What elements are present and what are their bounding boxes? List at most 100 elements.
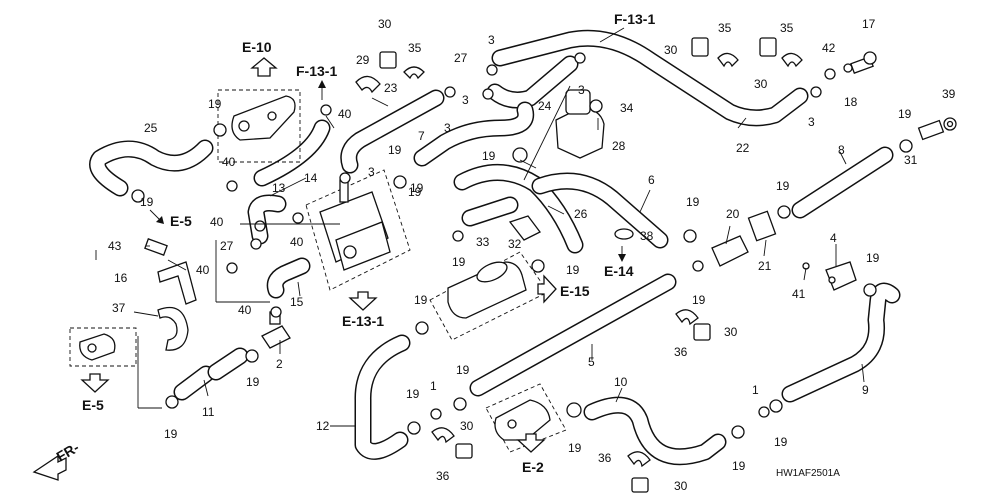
callout-19[interactable]: 19 xyxy=(406,387,420,401)
callout-28[interactable]: 28 xyxy=(612,139,626,153)
ref-e131[interactable]: E-13-1 xyxy=(342,313,384,329)
callout-1[interactable]: 1 xyxy=(430,379,437,393)
callout-35[interactable]: 35 xyxy=(408,41,422,55)
callout-9[interactable]: 9 xyxy=(862,383,869,397)
callout-19[interactable]: 19 xyxy=(566,263,580,277)
thermostat-housing-upper xyxy=(231,95,296,141)
callout-19[interactable]: 19 xyxy=(388,143,402,157)
callout-19[interactable]: 19 xyxy=(568,441,582,455)
callout-3[interactable]: 3 xyxy=(808,115,815,129)
callout-19[interactable]: 19 xyxy=(408,185,422,199)
callout-19[interactable]: 19 xyxy=(452,255,466,269)
callout-15[interactable]: 15 xyxy=(290,295,304,309)
callout-33[interactable]: 33 xyxy=(476,235,490,249)
callout-19[interactable]: 19 xyxy=(246,375,260,389)
callout-30[interactable]: 30 xyxy=(754,77,768,91)
hose-clamps xyxy=(131,52,913,439)
callout-27[interactable]: 27 xyxy=(220,239,234,253)
callout-36[interactable]: 36 xyxy=(674,345,688,359)
callout-18[interactable]: 18 xyxy=(844,95,858,109)
ref-e5-lower[interactable]: E-5 xyxy=(82,397,104,413)
callout-20[interactable]: 20 xyxy=(726,207,740,221)
callout-30[interactable]: 30 xyxy=(664,43,678,57)
callout-22[interactable]: 22 xyxy=(736,141,750,155)
callout-19[interactable]: 19 xyxy=(414,293,428,307)
ref-f131-left[interactable]: F-13-1 xyxy=(296,63,337,79)
callout-6[interactable]: 6 xyxy=(648,173,655,187)
callout-37[interactable]: 37 xyxy=(112,301,126,315)
callout-3[interactable]: 3 xyxy=(444,121,451,135)
callout-40[interactable]: 40 xyxy=(238,303,252,317)
callout-11[interactable]: 11 xyxy=(202,405,215,419)
callout-19[interactable]: 19 xyxy=(482,149,496,163)
callout-40[interactable]: 40 xyxy=(196,263,210,277)
callout-35[interactable]: 35 xyxy=(718,21,732,35)
callout-35[interactable]: 35 xyxy=(780,21,794,35)
callout-19[interactable]: 19 xyxy=(686,195,700,209)
arrow-up-e10 xyxy=(250,57,278,77)
valve-part-20 xyxy=(711,210,777,267)
callout-19[interactable]: 19 xyxy=(776,179,790,193)
callout-40[interactable]: 40 xyxy=(290,235,304,249)
callout-36[interactable]: 36 xyxy=(598,451,612,465)
callout-3[interactable]: 3 xyxy=(488,33,495,47)
ref-e10[interactable]: E-10 xyxy=(242,39,272,55)
callout-30[interactable]: 30 xyxy=(724,325,738,339)
callout-34[interactable]: 34 xyxy=(620,101,634,115)
callout-25[interactable]: 25 xyxy=(144,121,158,135)
callout-38[interactable]: 38 xyxy=(640,229,654,243)
callout-12[interactable]: 12 xyxy=(316,419,330,433)
callout-40[interactable]: 40 xyxy=(338,107,352,121)
callout-13[interactable]: 13 xyxy=(272,181,286,195)
ref-e15[interactable]: E-15 xyxy=(560,283,590,299)
ref-e14[interactable]: E-14 xyxy=(604,263,634,279)
callout-19[interactable]: 19 xyxy=(208,97,222,111)
callout-40[interactable]: 40 xyxy=(222,155,236,169)
callout-5[interactable]: 5 xyxy=(588,355,595,369)
callout-39[interactable]: 39 xyxy=(942,87,956,101)
callout-43[interactable]: 43 xyxy=(108,239,122,253)
callout-17[interactable]: 17 xyxy=(862,17,876,31)
callout-7[interactable]: 7 xyxy=(418,129,425,143)
callout-41[interactable]: 41 xyxy=(792,287,806,301)
callout-10[interactable]: 10 xyxy=(614,375,628,389)
callout-3[interactable]: 3 xyxy=(368,165,375,179)
callout-30[interactable]: 30 xyxy=(378,17,392,31)
callout-29[interactable]: 29 xyxy=(356,53,370,67)
callout-1[interactable]: 1 xyxy=(752,383,759,397)
ref-f131-top[interactable]: F-13-1 xyxy=(614,11,655,27)
callout-42[interactable]: 42 xyxy=(822,41,836,55)
callout-19[interactable]: 19 xyxy=(410,181,424,195)
ref-e2[interactable]: E-2 xyxy=(522,459,544,475)
callout-19[interactable]: 19 xyxy=(866,251,880,265)
callout-21[interactable]: 21 xyxy=(758,259,772,273)
callout-19[interactable]: 19 xyxy=(774,435,788,449)
callout-24[interactable]: 24 xyxy=(538,99,552,113)
callout-19[interactable]: 19 xyxy=(732,459,746,473)
callout-23[interactable]: 23 xyxy=(384,81,398,95)
bracket-30f xyxy=(631,477,649,493)
callout-3[interactable]: 3 xyxy=(462,93,469,107)
callout-40[interactable]: 40 xyxy=(210,215,224,229)
ref-e5-upper[interactable]: E-5 xyxy=(170,213,192,229)
callout-19[interactable]: 19 xyxy=(164,427,178,441)
callout-27[interactable]: 27 xyxy=(454,51,468,65)
callout-3[interactable]: 3 xyxy=(578,83,585,97)
callout-16[interactable]: 16 xyxy=(114,271,128,285)
callout-19[interactable]: 19 xyxy=(456,363,470,377)
callout-19[interactable]: 19 xyxy=(692,293,706,307)
callout-31[interactable]: 31 xyxy=(904,153,918,167)
clip-35b xyxy=(717,52,739,68)
callout-14[interactable]: 14 xyxy=(304,171,318,185)
callout-19[interactable]: 19 xyxy=(898,107,912,121)
callout-36[interactable]: 36 xyxy=(436,469,450,483)
callout-8[interactable]: 8 xyxy=(838,143,845,157)
callout-26[interactable]: 26 xyxy=(574,207,588,221)
callout-2[interactable]: 2 xyxy=(276,357,283,371)
callout-4[interactable]: 4 xyxy=(830,231,837,245)
callout-32[interactable]: 32 xyxy=(508,237,522,251)
callout-30[interactable]: 30 xyxy=(674,479,688,493)
callout-19[interactable]: 19 xyxy=(140,195,154,209)
callout-30[interactable]: 30 xyxy=(460,419,474,433)
hose-11 xyxy=(173,347,249,401)
